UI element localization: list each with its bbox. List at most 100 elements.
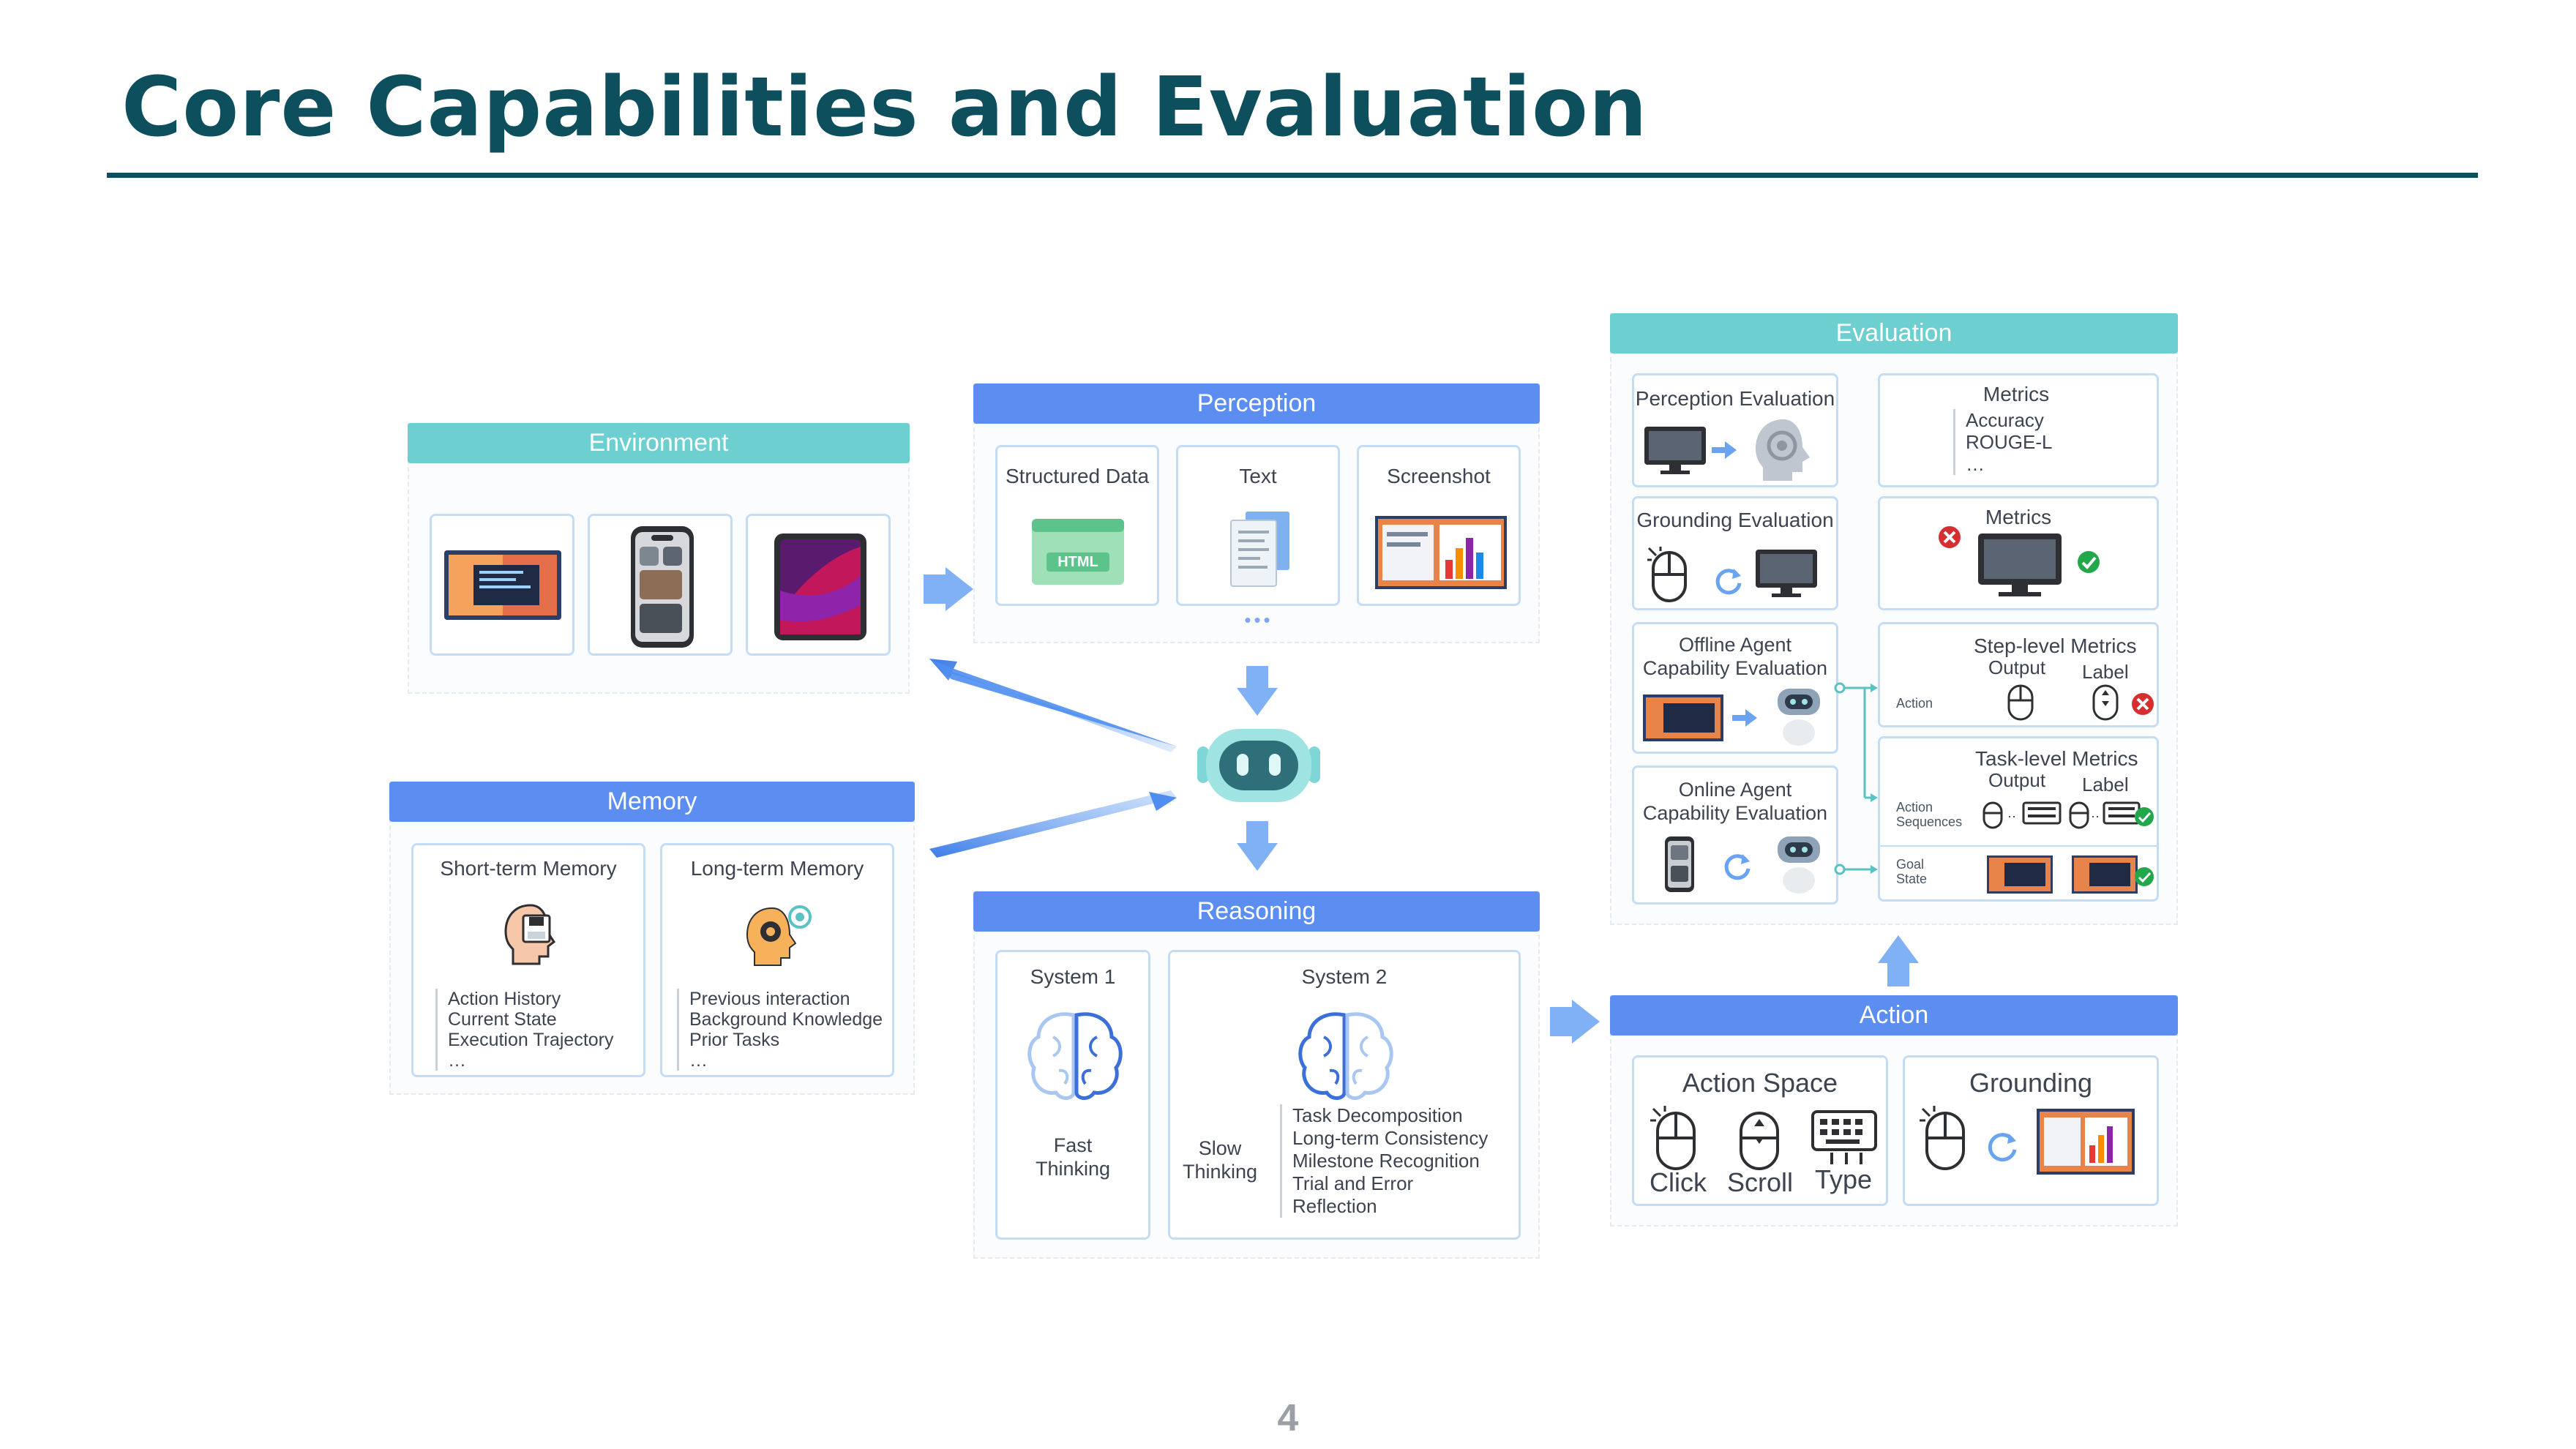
goal-state-output-screenshot-icon (1987, 855, 2053, 894)
screenshot-icon (2037, 1109, 2135, 1175)
arrow-reasoning-to-action (1550, 1000, 1600, 1044)
task-level-label-label: Label (2082, 774, 2129, 795)
ai-head-icon (1756, 419, 1810, 481)
grounding-card: Grounding (1903, 1055, 2159, 1206)
robot-icon (1778, 836, 1820, 894)
arrow-perception-to-agent (1237, 666, 1278, 716)
task-level-metrics-card: Task-level Metrics Output Label Action S… (1878, 736, 2159, 902)
long-term-memory-items: Previous interaction Background Knowledg… (677, 989, 883, 1071)
environment-header: Environment (408, 423, 910, 463)
step-level-metrics-title: Step-level Metrics (1974, 634, 2137, 657)
short-term-memory-title: Short-term Memory (440, 857, 617, 880)
metrics-card-1: Metrics Accuracy ROUGE-L … (1878, 373, 2159, 487)
success-icon (2135, 867, 2154, 886)
perception-evaluation-card: Perception Evaluation (1632, 373, 1838, 487)
goal-state-label-screenshot-icon (2072, 855, 2138, 894)
phone-icon (631, 526, 694, 648)
perception-header: Perception (973, 383, 1540, 424)
brain-icon (1298, 1012, 1393, 1100)
task-level-metrics-title: Task-level Metrics (1975, 747, 2138, 770)
system1-label: Fast Thinking (1035, 1134, 1111, 1180)
page-number: 4 (1277, 1397, 1299, 1439)
online-agent-evaluation-title: Online Agent Capability Evaluation (1642, 779, 1828, 824)
long-term-memory-title: Long-term Memory (690, 857, 864, 880)
laptop-screen-icon (444, 550, 561, 620)
success-icon (2078, 551, 2100, 573)
metrics-card-2: Metrics (1878, 496, 2159, 610)
monitor-icon (1756, 550, 1817, 597)
click-mouse-icon (2007, 684, 2034, 721)
online-agent-evaluation-card: Online Agent Capability Evaluation (1632, 765, 1838, 905)
fail-icon (1939, 526, 1961, 548)
refresh-icon (1988, 1133, 2017, 1162)
metrics-items-1: Accuracy ROUGE-L … (1953, 409, 2052, 475)
short-term-memory-items: Action History Current State Execution T… (435, 989, 614, 1071)
task-level-action-sequences-row: Action Sequences (1896, 800, 1963, 829)
arrow-agent-to-reasoning (1237, 821, 1278, 871)
svg-text:··: ·· (2007, 809, 2016, 823)
phone-icon (1665, 836, 1694, 892)
monitor-icon (1978, 533, 2062, 596)
scroll-mouse-icon (2092, 684, 2119, 721)
click-mouse-icon (1650, 1106, 1696, 1170)
title-underline (107, 173, 2478, 178)
arrow-right-icon (1712, 441, 1737, 459)
arrow-environment-to-perception (924, 567, 973, 611)
action-header: Action (1610, 995, 2178, 1036)
robot-icon (1778, 689, 1820, 746)
arrow-action-to-evaluation (1878, 935, 1919, 986)
screenshot-title: Screenshot (1387, 465, 1491, 487)
grounding-evaluation-title: Grounding Evaluation (1636, 509, 1834, 531)
action-scroll-label: Scroll (1726, 1167, 1794, 1197)
reasoning-header: Reasoning (973, 891, 1540, 932)
grounding-evaluation-card: Grounding Evaluation (1632, 496, 1838, 610)
perception-evaluation-title: Perception Evaluation (1635, 387, 1835, 410)
short-term-memory-card: Short-term Memory Action History Current… (411, 843, 645, 1077)
screenshot-icon (1375, 516, 1507, 589)
arrow-right-icon (1732, 709, 1757, 727)
action-space-card: Action Space Click Scroll Type (1632, 1055, 1888, 1206)
head-gear-icon (746, 905, 812, 966)
task-level-divider (1880, 845, 2157, 847)
evaluation-header: Evaluation (1610, 313, 2178, 353)
agent-robot-icon (1197, 729, 1320, 802)
step-level-output-label: Output (1988, 656, 2046, 678)
click-mouse-icon (1647, 547, 1687, 602)
fail-icon (2132, 693, 2154, 715)
offline-agent-evaluation-card: Offline Agent Capability Evaluation (1632, 622, 1838, 754)
env-phone-card (588, 514, 733, 656)
scroll-mouse-icon (1740, 1112, 1779, 1170)
step-level-action-row: Action (1896, 696, 1933, 711)
step-level-label-label: Label (2082, 661, 2129, 683)
text-title: Text (1239, 465, 1277, 487)
system2-card: System 2 Slow Thinking Task Decompositio… (1168, 950, 1521, 1240)
refresh-icon (1715, 569, 1742, 595)
screenshot-card: Screenshot (1357, 445, 1521, 606)
metrics-title-2: Metrics (1985, 506, 2052, 528)
brain-icon (1027, 1012, 1123, 1100)
svg-text:··: ·· (2091, 809, 2100, 823)
offline-agent-evaluation-title: Offline Agent Capability Evaluation (1642, 634, 1828, 679)
action-click-label: Click (1650, 1167, 1707, 1197)
action-sequence-output-icon: ·· (1982, 801, 2062, 829)
text-card: Text (1176, 445, 1340, 606)
document-icon (1230, 512, 1289, 587)
monitor-icon (1644, 427, 1706, 474)
env-laptop-card (430, 514, 574, 656)
action-type-label: Type (1814, 1164, 1873, 1194)
metrics-title-1: Metrics (1982, 383, 2050, 405)
system2-title: System 2 (1301, 965, 1388, 988)
structured-data-card: Structured Data HTML (995, 445, 1159, 606)
slide-title: Core Capabilities and Evaluation (121, 60, 1648, 155)
system1-card: System 1 Fast Thinking (995, 950, 1150, 1240)
arrow-memory-to-agent (929, 790, 1177, 858)
arrow-agent-to-environment (929, 659, 1177, 752)
structured-data-title: Structured Data (1005, 465, 1150, 487)
long-term-memory-card: Long-term Memory Previous interaction Ba… (660, 843, 894, 1077)
perception-more-dots: ••• (1244, 609, 1273, 631)
step-level-metrics-card: Step-level Metrics Output Label Action (1878, 622, 2159, 727)
action-space-title: Action Space (1682, 1068, 1838, 1098)
keyboard-type-icon (1811, 1110, 1877, 1164)
click-mouse-icon (1920, 1106, 1965, 1170)
html-badge: HTML (1057, 554, 1098, 570)
